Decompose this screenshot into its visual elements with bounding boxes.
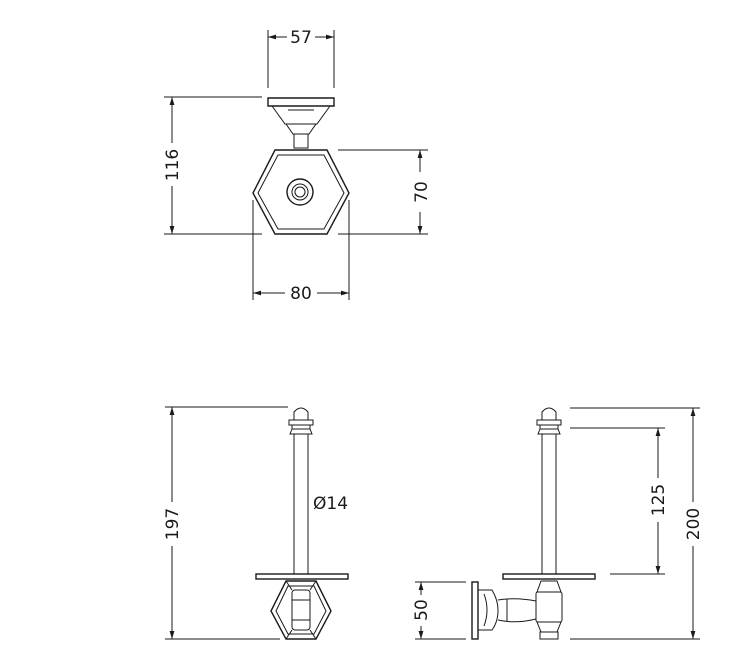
- front-plate: [255, 573, 349, 580]
- front-hex-inner: [275, 585, 327, 635]
- side-body-lower: [536, 621, 562, 633]
- front-view: 197 Ø14: [163, 406, 349, 640]
- top-knob-outer: [286, 178, 314, 206]
- top-stem: [293, 134, 309, 149]
- side-finial-top: [541, 407, 557, 421]
- top-mount-plate: [267, 97, 335, 107]
- side-finial-ring-2: [539, 424, 559, 430]
- dim-125-label: 125: [649, 484, 669, 516]
- side-view: 200 125 50: [412, 407, 704, 640]
- dim-diameter-label: Ø14: [313, 494, 348, 514]
- side-finial-collar: [537, 428, 561, 435]
- side-arm-bottom: [497, 618, 537, 623]
- front-hex-facet-4: [309, 629, 317, 640]
- side-flange-profile: [478, 589, 499, 631]
- front-hex-facet-3: [285, 629, 293, 640]
- top-collar: [285, 123, 317, 135]
- side-wall-flange: [471, 581, 479, 640]
- top-view: 57 116 70 80: [163, 28, 432, 304]
- front-finial-top: [293, 407, 309, 421]
- top-hexagon-inner: [257, 154, 345, 230]
- top-knob-inner: [294, 186, 306, 198]
- side-finial-ring-1: [536, 419, 562, 426]
- side-flange-inner: [483, 593, 488, 627]
- dim-116-label: 116: [163, 149, 183, 181]
- side-arm-top: [497, 598, 537, 602]
- front-finial-ring-2: [291, 424, 311, 430]
- dim-80-label: 80: [290, 284, 312, 304]
- side-body-cap: [539, 631, 559, 640]
- front-hex-core: [291, 589, 311, 631]
- dim-200-label: 200: [684, 508, 704, 540]
- top-mount-neck: [271, 105, 331, 125]
- dim-70-label: 70: [412, 181, 432, 203]
- dim-57-label: 57: [290, 28, 312, 48]
- front-hex-facet-1: [285, 580, 293, 591]
- front-hex-facet-2: [309, 580, 317, 591]
- front-finial-collar: [289, 428, 313, 435]
- dim-50-label: 50: [412, 599, 432, 621]
- side-body-mid: [535, 591, 563, 623]
- top-knob-middle: [291, 183, 309, 201]
- top-hexagon: [252, 149, 350, 235]
- side-body-top: [536, 580, 562, 593]
- front-finial-ring-1: [288, 419, 314, 426]
- side-plate: [502, 573, 596, 580]
- dim-197-label: 197: [163, 508, 183, 540]
